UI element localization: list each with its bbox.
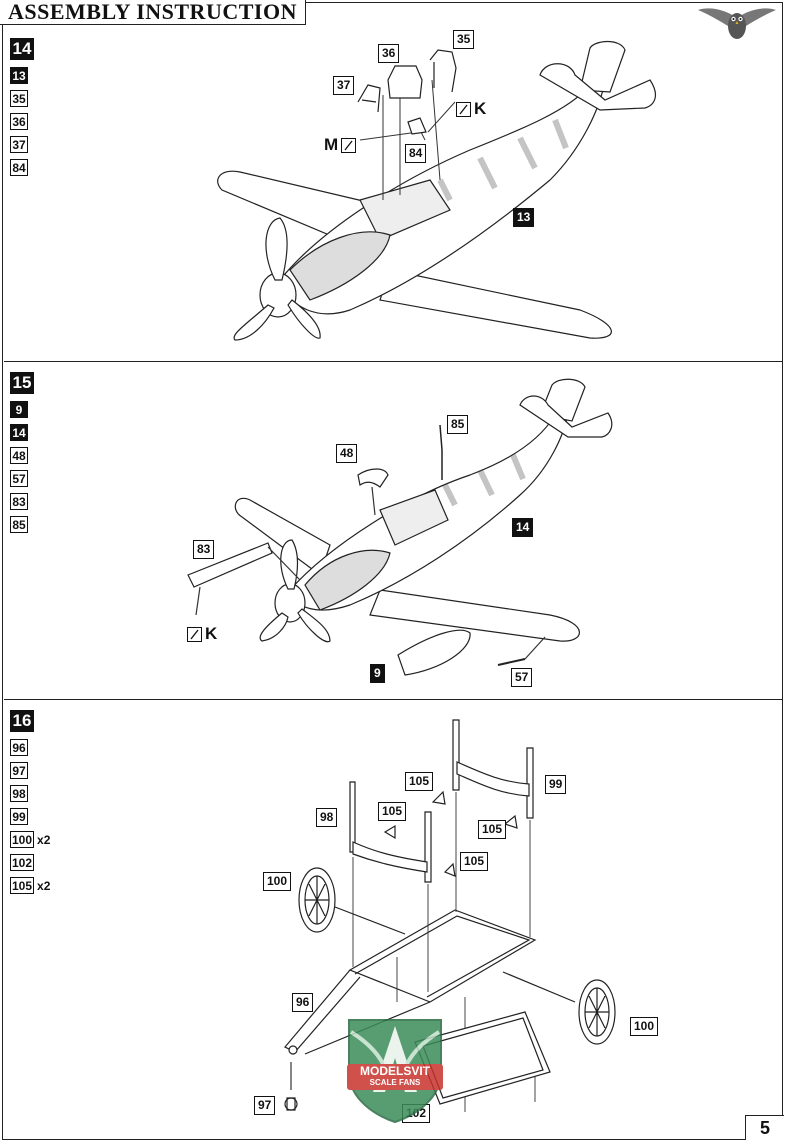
logo-text-main: MODELSVIT	[359, 1064, 430, 1078]
step-15-aircraft-diagram	[187, 378, 613, 676]
part-item: 13	[10, 66, 34, 85]
section-divider	[4, 699, 783, 700]
part-number: 98	[10, 785, 28, 802]
callout-part: 14	[512, 518, 534, 537]
part-number: 14	[10, 424, 28, 441]
modelsvit-shield-logo: MODELSVIT SCALE FANS	[343, 1012, 447, 1124]
logo-text-sub: SCALE FANS	[369, 1078, 421, 1087]
part-item: 84	[10, 158, 34, 177]
callout-part: 84	[405, 144, 427, 163]
part-item: 36	[10, 112, 34, 131]
part-number: 13	[10, 67, 28, 84]
paint-code: K	[205, 624, 218, 643]
step-14-aircraft-diagram	[217, 40, 657, 341]
part-item: 102	[10, 853, 50, 872]
callout-part: 36	[378, 44, 400, 63]
part-item: 57	[10, 469, 34, 488]
logo-banner: MODELSVIT SCALE FANS	[347, 1064, 443, 1090]
part-item: 9	[10, 400, 34, 419]
part-number: 99	[10, 808, 28, 825]
callout-part: 96	[292, 993, 314, 1012]
step-number: 14	[10, 38, 34, 60]
page-number: 5	[745, 1115, 784, 1140]
callout-part: 105	[478, 820, 507, 839]
section-divider	[4, 361, 783, 362]
part-item: 99	[10, 807, 50, 826]
part-number: 48	[10, 447, 28, 464]
part-number: 102	[10, 854, 35, 871]
part-item: 98	[10, 784, 50, 803]
paint-callout: K	[187, 624, 217, 644]
part-quantity: x2	[37, 832, 51, 847]
step-16-trolley-diagram	[284, 719, 616, 1112]
part-item: 48	[10, 446, 34, 465]
part-item: 97	[10, 761, 50, 780]
callout-part: 9	[370, 664, 385, 683]
part-number: 57	[10, 470, 28, 487]
part-number: 35	[10, 90, 28, 107]
part-number: 84	[10, 159, 28, 176]
callout-part: 85	[447, 415, 469, 434]
callout-part: 99	[545, 775, 567, 794]
step-number: 16	[10, 710, 34, 732]
paint-callout: K	[456, 99, 486, 119]
callout-part: 37	[333, 76, 355, 95]
part-item: 96	[10, 738, 50, 757]
callout-part: 97	[254, 1096, 276, 1115]
paint-code: M	[324, 135, 339, 154]
paintbrush-icon	[187, 626, 202, 642]
paintbrush-icon	[341, 137, 357, 153]
page-title: ASSEMBLY INSTRUCTION	[0, 0, 306, 25]
part-number: 36	[10, 113, 28, 130]
part-number: 105	[10, 877, 35, 894]
part-number: 96	[10, 739, 28, 756]
part-item: 35	[10, 89, 34, 108]
callout-part: 48	[336, 444, 358, 463]
part-number: 37	[10, 136, 28, 153]
callout-part: 35	[453, 30, 475, 49]
callout-part: 100	[630, 1017, 659, 1036]
paint-code: K	[474, 99, 487, 118]
callout-part: 98	[316, 808, 338, 827]
part-number: 97	[10, 762, 28, 779]
paint-callout: M	[324, 135, 357, 155]
part-item: 37	[10, 135, 34, 154]
callout-part: 57	[511, 668, 533, 687]
part-number: 9	[10, 401, 28, 418]
part-item: 83	[10, 492, 34, 511]
part-number: 100	[10, 831, 35, 848]
paintbrush-icon	[456, 101, 471, 117]
callout-part: 13	[513, 208, 535, 227]
callout-part: 83	[193, 540, 215, 559]
owl-logo-icon	[698, 8, 776, 39]
part-number: 83	[10, 493, 28, 510]
step-14-parts-list: 14 13 35 36 37 84	[10, 38, 34, 177]
part-item: 14	[10, 423, 34, 442]
part-quantity: x2	[37, 878, 51, 893]
callout-part: 105	[405, 772, 434, 791]
part-number: 85	[10, 516, 28, 533]
part-item: 85	[10, 515, 34, 534]
callout-part: 100	[263, 872, 292, 891]
callout-part: 105	[378, 802, 407, 821]
step-number: 15	[10, 372, 34, 394]
step-15-parts-list: 15 9 14 48 57 83 85	[10, 372, 34, 534]
callout-part: 105	[460, 852, 489, 871]
